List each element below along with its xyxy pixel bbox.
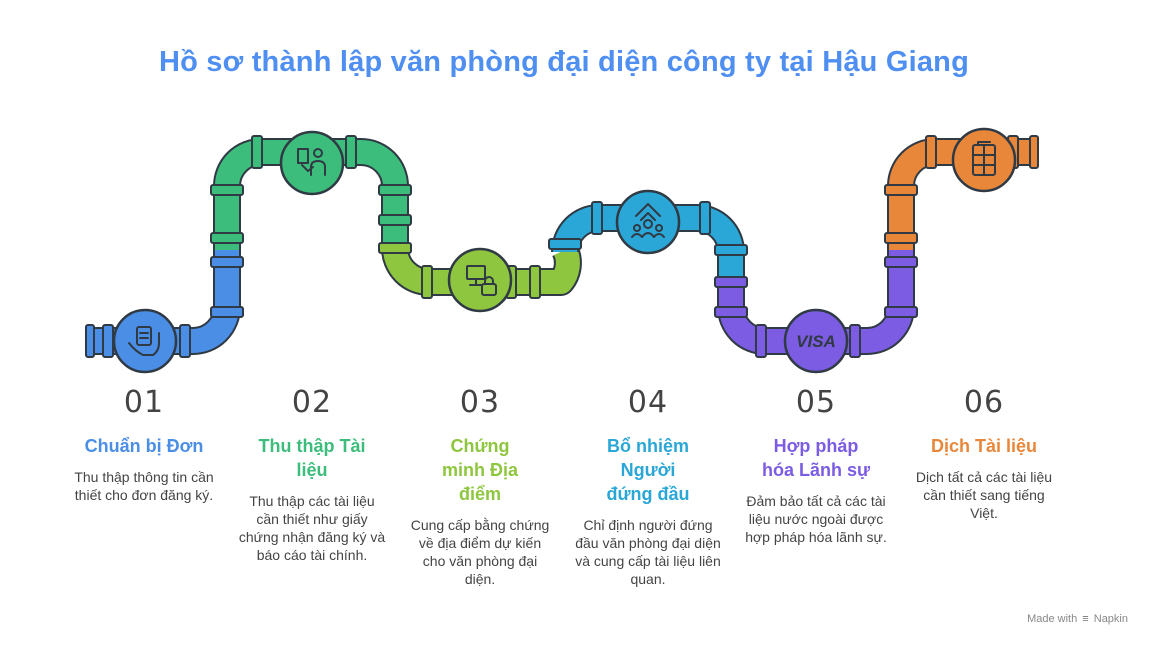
pipe-joint-ring <box>345 135 357 169</box>
step-description: Đảm bảo tất cả các tài liệu nước ngoài đ… <box>745 493 887 545</box>
brand-name: Napkin <box>1093 613 1128 625</box>
step-4: 04 Bổ nhiệm Người đứng đầu Chỉ định ngườ… <box>568 384 728 588</box>
pipe-joint-ring <box>884 306 918 318</box>
pipe-joint-ring <box>179 324 191 358</box>
step-number: 06 <box>963 385 1005 420</box>
made-with-text: Made with <box>1027 613 1078 625</box>
leader-team-icon <box>615 189 681 255</box>
step-number: 04 <box>627 385 669 420</box>
hand-document-icon <box>112 308 178 374</box>
pipe-joint-ring <box>714 306 748 318</box>
pipe-joint-ring <box>548 238 582 250</box>
step-title: Bổ nhiệm Người đứng đầu <box>606 436 690 504</box>
step-title: Hợp pháp hóa Lãnh sự <box>761 436 871 480</box>
pipe-joint-ring <box>210 256 244 268</box>
document-grid-icon <box>951 127 1017 193</box>
pipe-end-cap <box>85 324 95 358</box>
visa-icon: VISA <box>783 308 849 374</box>
pipe-joint-ring <box>210 232 244 244</box>
step-number: 03 <box>459 385 501 420</box>
footer-credit: Made with ≡ Napkin <box>1027 613 1128 625</box>
step-title: Thu thập Tài liệu <box>258 436 366 480</box>
computer-lock-icon <box>447 247 513 313</box>
step-number: 05 <box>795 385 837 420</box>
step-5: 05 Hợp pháp hóa Lãnh sự Đảm bảo tất cả c… <box>736 384 896 546</box>
step-description: Thu thập các tài liệu cần thiết như giấy… <box>238 493 386 563</box>
pipe-joint-ring <box>849 324 861 358</box>
pipe-joint-ring <box>251 135 263 169</box>
pipe-joint-ring <box>884 232 918 244</box>
pipe-joint-ring <box>210 184 244 196</box>
pipe-joint-ring <box>591 201 603 235</box>
step-description: Thu thập thông tin cần thiết cho đơn đăn… <box>74 469 214 503</box>
step-3: 03 Chứng minh Địa điểm Cung cấp bằng chứ… <box>400 384 560 588</box>
step-description: Cung cấp bằng chứng về địa điểm dự kiến … <box>410 517 550 587</box>
pipe-joint-ring <box>378 214 412 226</box>
person-documents-icon <box>279 130 345 196</box>
pipe-joint-ring <box>755 324 767 358</box>
step-6: 06 Dịch Tài liệu Dịch tất cả các tài liệ… <box>904 384 1064 522</box>
step-description: Dịch tất cả các tài liệu cần thiết sang … <box>915 469 1053 521</box>
pipe-joint-ring <box>421 265 433 299</box>
step-description: Chỉ định người đứng đầu văn phòng đại di… <box>575 517 721 587</box>
step-title: Dịch Tài liệu <box>930 436 1038 456</box>
page-title: Hồ sơ thành lập văn phòng đại diện công … <box>158 46 970 78</box>
pipe-end-cap <box>1029 135 1039 169</box>
pipe-joint-ring <box>378 184 412 196</box>
napkin-logo-icon: ≡ <box>1082 613 1089 625</box>
step-title: Chuẩn bị Đơn <box>84 436 204 456</box>
step-number: 02 <box>291 385 333 420</box>
pipe-segment <box>553 206 743 282</box>
pipe-joint-ring <box>102 324 114 358</box>
step-1: 01 Chuẩn bị Đơn Thu thập thông tin cần t… <box>64 384 224 504</box>
pipe-joint-ring <box>884 184 918 196</box>
pipe-joint-ring <box>699 201 711 235</box>
pipe-joint-ring <box>884 256 918 268</box>
step-number: 01 <box>123 385 165 420</box>
pipe-joint-ring <box>714 244 748 256</box>
step-title: Chứng minh Địa điểm <box>441 436 518 504</box>
pipe-joint-ring <box>714 276 748 288</box>
pipe-joint-ring <box>925 135 937 169</box>
pipe-joint-ring <box>210 306 244 318</box>
step-2: 02 Thu thập Tài liệu Thu thập các tài li… <box>232 384 392 564</box>
visa-label: VISA <box>796 332 836 351</box>
pipe-joint-ring <box>378 242 412 254</box>
pipe-joint-ring <box>529 265 541 299</box>
